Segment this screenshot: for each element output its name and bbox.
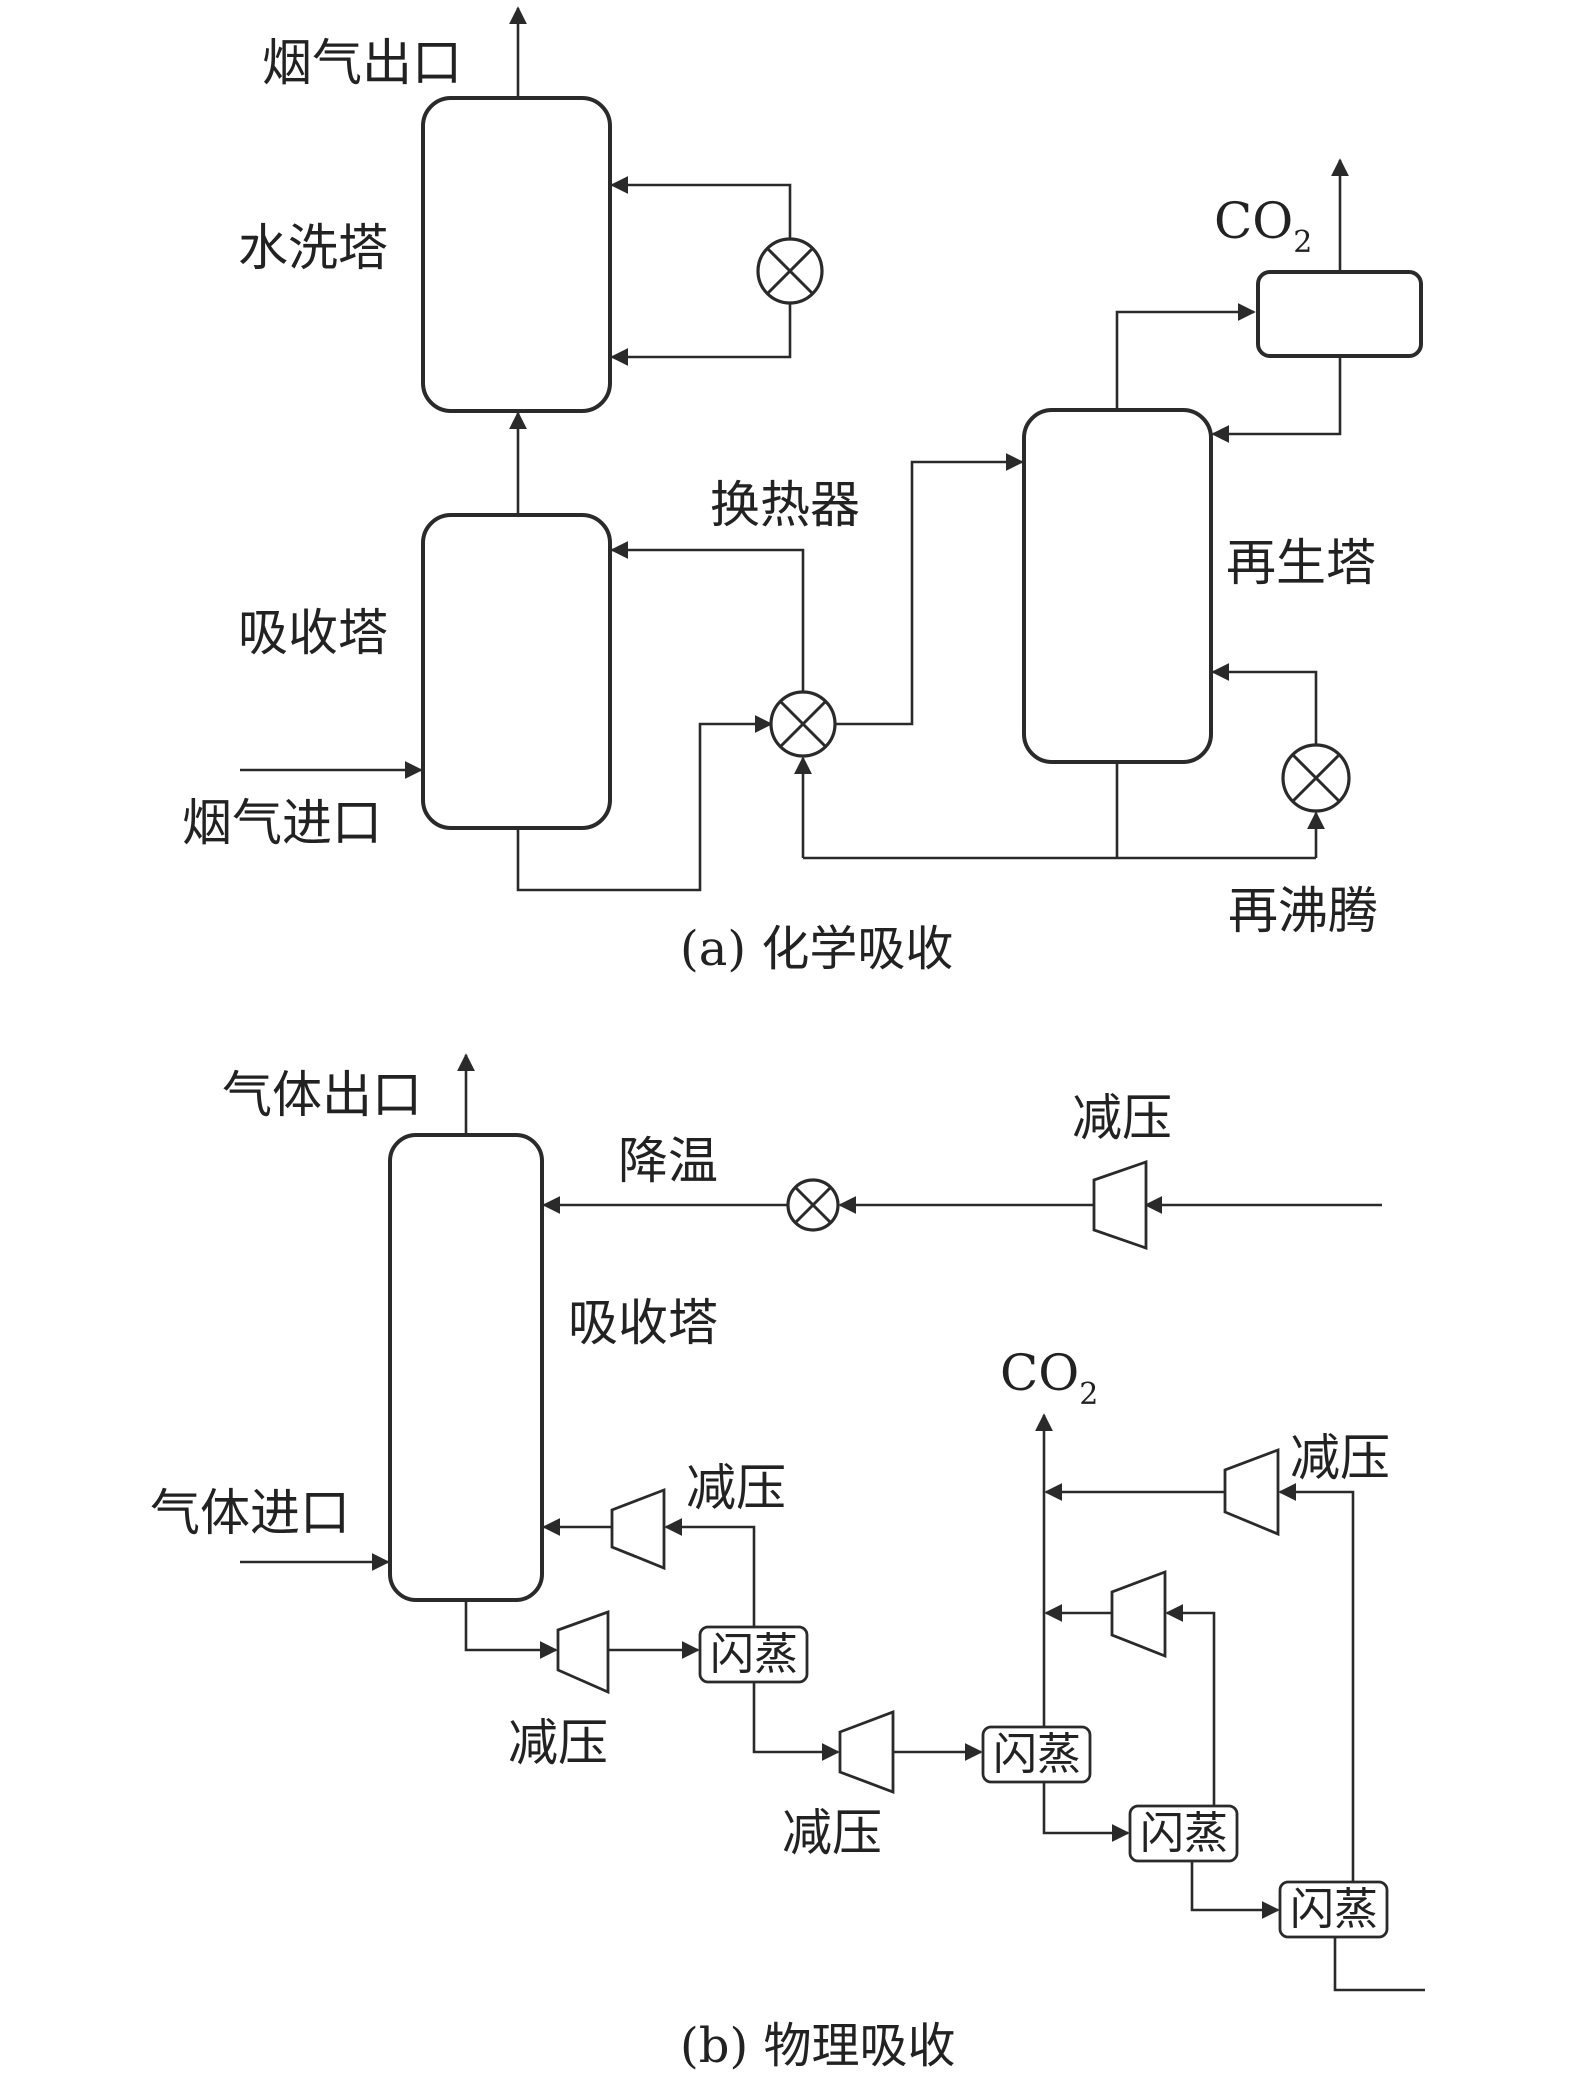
label-flue-gas-outlet: 烟气出口 bbox=[262, 34, 462, 92]
label-absorption-tower-a: 吸收塔 bbox=[238, 604, 388, 662]
wash-cooler-icon bbox=[756, 237, 824, 305]
regenerator-to-condenser-pipe bbox=[1115, 303, 1256, 410]
flash4-liquid-out-pipe bbox=[1333, 1937, 1425, 1992]
caption-b: (b) 物理吸收 bbox=[680, 2018, 955, 2074]
label-reboiler: 再沸腾 bbox=[1228, 882, 1378, 940]
wash-recirculation-pipe-top bbox=[610, 176, 792, 247]
label-regeneration-tower: 再生塔 bbox=[1226, 534, 1376, 592]
depressurize-valve-bottom-left bbox=[556, 1610, 610, 1695]
label-flue-gas-inlet: 烟气进口 bbox=[182, 794, 382, 852]
flash-vessel-2 bbox=[981, 1725, 1092, 1784]
label-flash-3: 闪蒸 bbox=[1140, 1808, 1228, 1859]
caption-a: (a) 化学吸收 bbox=[680, 921, 953, 977]
hx-to-regenerator-pipe bbox=[835, 453, 1024, 726]
flash3-liquid-pipe bbox=[1190, 1861, 1280, 1919]
label-flash-2: 闪蒸 bbox=[993, 1729, 1081, 1780]
reflux-pipe bbox=[1211, 356, 1342, 443]
depressurize-valve-top bbox=[1092, 1160, 1148, 1250]
label-depressurize-mid: 减压 bbox=[686, 1459, 786, 1517]
diagram-physical-absorption: 气体出口 降温 减压 吸收塔 CO2 减压 减压 气体进口 闪蒸 减压 闪蒸 减… bbox=[150, 1053, 1425, 2074]
condenser-box bbox=[1256, 270, 1423, 358]
label-gas-inlet: 气体进口 bbox=[150, 1484, 350, 1542]
reboiler-icon bbox=[1281, 743, 1351, 813]
label-co2-a: CO2 bbox=[1214, 192, 1312, 260]
tower-bottom-pipe bbox=[464, 1600, 558, 1659]
flash4-vapor-pipe bbox=[1278, 1483, 1355, 1882]
wash-recirculation-pipe-bottom bbox=[610, 295, 792, 366]
heat-exchanger-icon bbox=[769, 690, 837, 758]
label-depressurize-right: 减压 bbox=[1290, 1429, 1390, 1487]
water-wash-tower bbox=[421, 96, 612, 413]
compressor-mid-icon bbox=[1110, 1569, 1167, 1659]
flash1-liquid-pipe bbox=[752, 1682, 840, 1761]
rich-solution-pipe bbox=[516, 715, 773, 892]
label-absorption-tower-b: 吸收塔 bbox=[568, 1294, 718, 1352]
flash3-vapor-pipe bbox=[1165, 1604, 1216, 1806]
compressor-top-icon bbox=[1223, 1447, 1280, 1537]
depressurize-valve-mid bbox=[610, 1487, 666, 1571]
label-flash-4: 闪蒸 bbox=[1290, 1884, 1378, 1935]
reboiler-return-pipe bbox=[1211, 663, 1318, 744]
label-heat-exchanger: 换热器 bbox=[710, 476, 860, 534]
lean-solution-pipe bbox=[610, 541, 805, 700]
label-depressurize-bottom-mid: 减压 bbox=[782, 1804, 882, 1862]
flash-vessel-3 bbox=[1128, 1804, 1239, 1863]
label-cooling: 降温 bbox=[618, 1132, 718, 1190]
regeneration-tower bbox=[1022, 408, 1213, 764]
flash-vessel-4 bbox=[1278, 1880, 1389, 1939]
flash1-vapor-pipe bbox=[664, 1518, 756, 1627]
label-flash-1: 闪蒸 bbox=[710, 1629, 798, 1680]
label-depressurize-top: 减压 bbox=[1072, 1089, 1172, 1147]
diagram-chemical-absorption: 烟气出口 水洗塔 CO2 换热器 再生塔 吸收塔 烟气进口 再沸腾 (a) 化学… bbox=[182, 6, 1423, 977]
label-depressurize-bottom-left: 减压 bbox=[508, 1714, 608, 1772]
label-co2-b: CO2 bbox=[1000, 1344, 1098, 1412]
cooler-icon bbox=[786, 1178, 840, 1232]
absorption-tower-a bbox=[421, 513, 612, 830]
label-gas-outlet: 气体出口 bbox=[222, 1066, 422, 1124]
depressurize-valve-bottom-mid bbox=[838, 1709, 895, 1795]
flash2-liquid-pipe bbox=[1042, 1782, 1130, 1842]
absorption-tower-b bbox=[388, 1133, 544, 1602]
label-water-wash-tower: 水洗塔 bbox=[238, 219, 388, 277]
